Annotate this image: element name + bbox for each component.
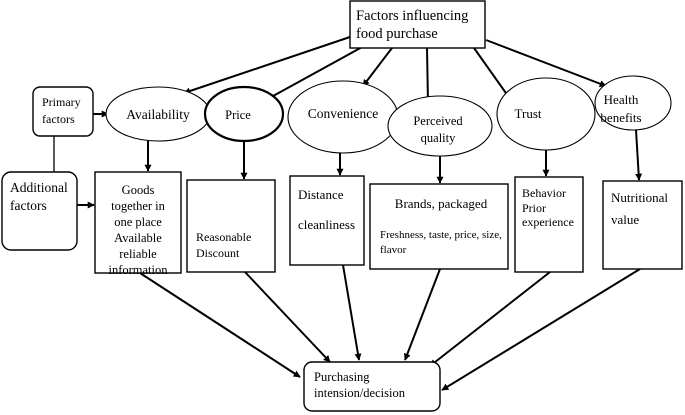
- trust-detail-line-1: Behavior: [522, 186, 566, 200]
- price-label: Price: [225, 108, 251, 122]
- arrow-title-to-availability: [183, 36, 351, 95]
- convenience-detail-line-2: cleanliness: [298, 217, 355, 232]
- factor-ellipses: Availability Price Convenience Perceived…: [105, 75, 672, 157]
- additional-factors-line-1: Additional: [10, 180, 68, 195]
- outcome-line-2: intension/decision: [314, 386, 406, 400]
- quality-detail-line-1: Freshness, taste, price, size,: [380, 229, 502, 241]
- convenience-label: Convenience: [308, 106, 378, 121]
- arrow-quality-to-outcome: [403, 268, 441, 361]
- title-line-1: Factors influencing: [356, 8, 468, 24]
- quality-detail-line-2: flavor: [380, 244, 407, 256]
- primary-factors-line-1: Primary: [42, 95, 81, 109]
- primary-factors-line-2: factors: [42, 112, 75, 126]
- price-detail-line-2: Discount: [196, 246, 240, 260]
- arrow-title-to-convenience: [362, 47, 393, 87]
- goods-line-4: Available: [114, 231, 162, 245]
- detail-goods-box: Goods together in one place Available re…: [94, 171, 182, 277]
- detail-convenience-box: Distance cleanliness: [289, 175, 365, 266]
- goods-line-2: together in: [111, 199, 166, 213]
- arrow-goods-to-outcome: [139, 272, 301, 378]
- health-detail-line-2: value: [611, 212, 639, 227]
- detail-price-box: Reasonable Discount: [186, 179, 276, 273]
- perceived-quality-label-1: Perceived: [413, 114, 463, 128]
- outcome-line-1: Purchasing: [314, 370, 370, 384]
- trust-ellipse: [496, 77, 596, 151]
- arrow-title-to-perceived-quality: [424, 47, 432, 104]
- arrow-title-to-price: [263, 45, 365, 102]
- health-detail-line-1: Nutritional: [611, 190, 668, 205]
- trust-label: Trust: [515, 106, 542, 121]
- additional-factors-line-2: factors: [10, 198, 47, 213]
- trust-detail-line-2: Prior: [522, 201, 546, 215]
- additional-factors-box: Additional factors: [1, 171, 78, 251]
- availability-label: Availability: [126, 107, 190, 122]
- goods-line-3: one place: [114, 215, 162, 229]
- outcome-box: Purchasing intension/decision: [303, 361, 441, 412]
- perceived-quality-label-2: quality: [421, 131, 456, 145]
- trust-detail-line-3: experience: [522, 215, 574, 229]
- detail-to-outcome-arrows: [139, 264, 641, 391]
- title-arrows: [183, 36, 607, 104]
- detail-trust-box: Behavior Prior experience: [514, 176, 584, 273]
- quality-detail-heading: Brands, packaged: [395, 196, 488, 211]
- convenience-detail-line-1: Distance: [298, 187, 344, 202]
- arrow-health-to-nutritional: [635, 129, 643, 181]
- factor-to-detail-arrows: [144, 129, 643, 184]
- arrow-health-to-outcome: [441, 268, 641, 391]
- health-benefits-label-1: Health: [604, 92, 639, 107]
- detail-quality-box: Brands, packaged Freshness, taste, price…: [369, 183, 509, 270]
- health-benefits-ellipse: [594, 75, 672, 131]
- detail-health-box: Nutritional value: [602, 180, 683, 270]
- goods-line-1: Goods: [122, 183, 155, 197]
- price-detail-line-1: Reasonable: [196, 230, 251, 244]
- arrow-convenience-to-outcome: [342, 264, 362, 361]
- health-benefits-label-2: benefits: [600, 110, 641, 125]
- title-box: Factors influencing food purchase: [349, 0, 486, 49]
- title-line-2: food purchase: [356, 26, 438, 42]
- goods-line-5: reliable: [119, 247, 157, 261]
- arrow-title-to-health-benefits: [485, 39, 607, 88]
- arrow-trust-to-outcome: [429, 271, 551, 367]
- goods-line-6: information: [108, 263, 168, 277]
- arrow-price-to-outcome: [244, 271, 331, 363]
- primary-factors-box: Primary factors: [32, 86, 94, 137]
